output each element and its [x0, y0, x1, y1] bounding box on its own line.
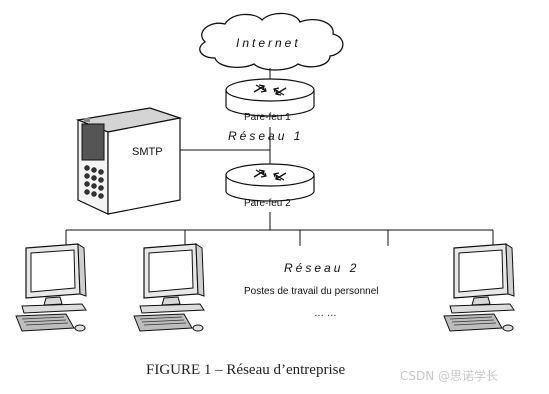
firewall-1-router — [225, 78, 315, 117]
workstation-2-icon — [133, 243, 205, 332]
firewall-2-label: Pare-feu 2 — [244, 198, 291, 209]
firewall-1-label: Pare-feu 1 — [244, 112, 291, 123]
ellipsis-label: … … — [314, 308, 337, 319]
internet-label: Internet — [236, 36, 301, 50]
figure-caption: FIGURE 1 – Réseau d’entreprise — [146, 362, 345, 378]
watermark: CSDN @思诺学长 — [400, 368, 498, 383]
smtp-server-icon — [75, 107, 183, 215]
workstations-label: Postes de travail du personnel — [244, 286, 379, 297]
network-2-label: Réseau 2 — [284, 261, 359, 275]
connection-lines — [65, 68, 494, 246]
workstation-1-icon — [15, 243, 87, 332]
firewall-2-router — [225, 163, 315, 202]
caption-text: Réseau d’entreprise — [226, 362, 345, 378]
smtp-label: SMTP — [132, 146, 163, 158]
internet-cloud — [199, 12, 344, 71]
workstation-3-icon — [443, 243, 515, 332]
caption-prefix: FIGURE 1 – — [146, 362, 226, 378]
network-1-label: Réseau 1 — [228, 129, 303, 143]
